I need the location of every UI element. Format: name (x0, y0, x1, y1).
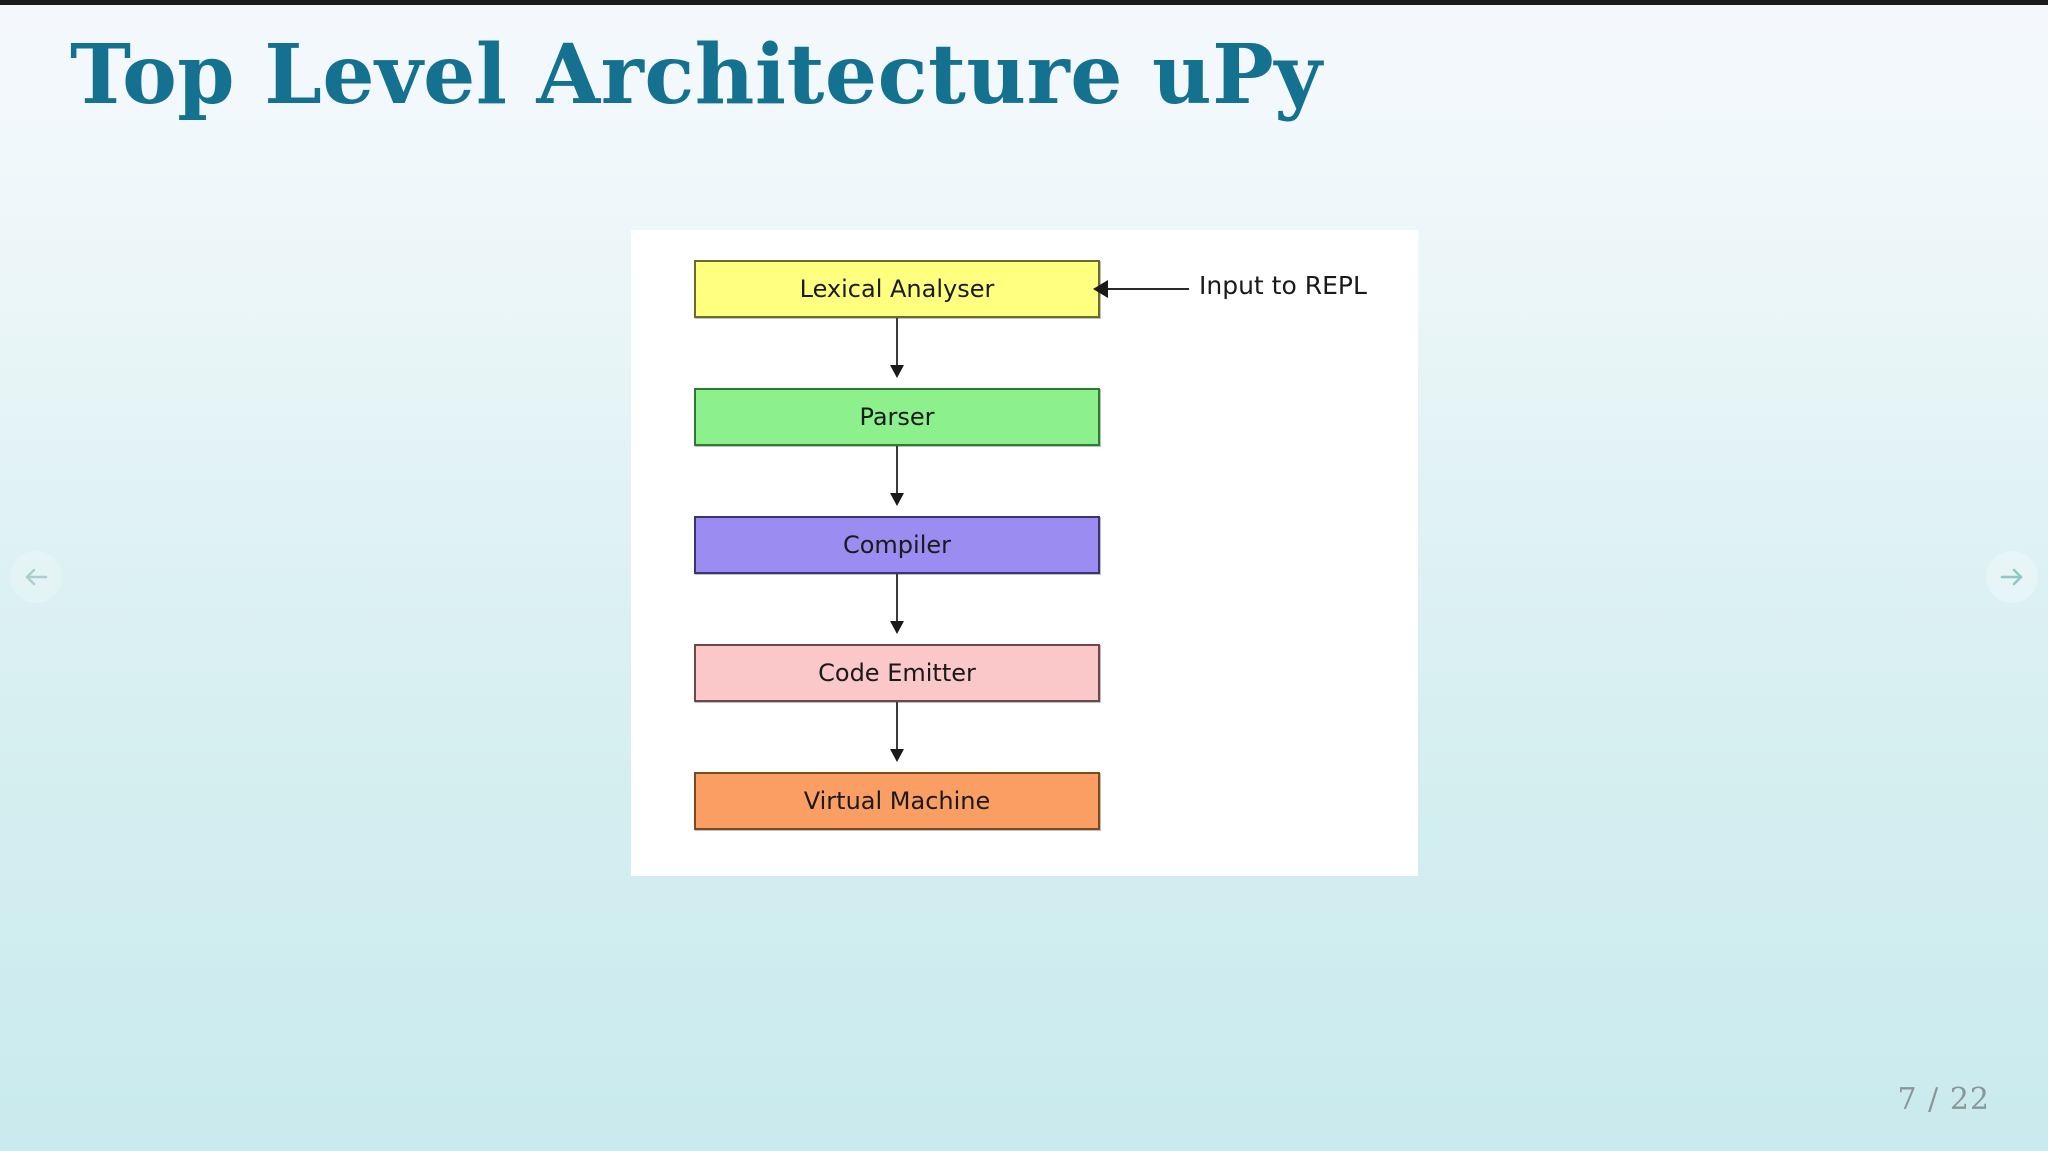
flow-edge-lexical-to-parser (890, 318, 904, 378)
flow-node-compiler[interactable]: Compiler (694, 516, 1100, 574)
previous-slide-button[interactable] (10, 551, 62, 603)
flow-node-label: Code Emitter (818, 659, 976, 687)
flow-node-label: Virtual Machine (803, 787, 991, 815)
arrow-left-icon (1093, 280, 1108, 298)
flow-node-lexical-analyser[interactable]: Lexical Analyser (694, 260, 1100, 318)
flow-edge-emitter-to-vm (890, 702, 904, 762)
flow-node-virtual-machine[interactable]: Virtual Machine (694, 772, 1100, 830)
flow-node-parser[interactable]: Parser (694, 388, 1100, 446)
arrow-left-icon (21, 562, 51, 592)
page-title: Top Level Architecture uPy (70, 27, 1323, 123)
repl-annotation-line (1101, 288, 1189, 290)
flow-node-code-emitter[interactable]: Code Emitter (694, 644, 1100, 702)
arrow-right-icon (1997, 562, 2027, 592)
next-slide-button[interactable] (1986, 551, 2038, 603)
diagram-panel: Lexical Analyser Parser Compiler Code Em… (631, 230, 1418, 876)
browser-top-bar (0, 0, 2048, 5)
page-counter: 7 / 22 (1897, 1082, 1990, 1117)
flow-edge-parser-to-compiler (890, 446, 904, 506)
flow-node-label: Compiler (842, 531, 952, 559)
flow-node-label: Parser (859, 403, 935, 431)
repl-annotation-label: Input to REPL (1199, 271, 1367, 300)
flow-node-label: Lexical Analyser (799, 275, 995, 303)
flow-edge-compiler-to-emitter (890, 574, 904, 634)
